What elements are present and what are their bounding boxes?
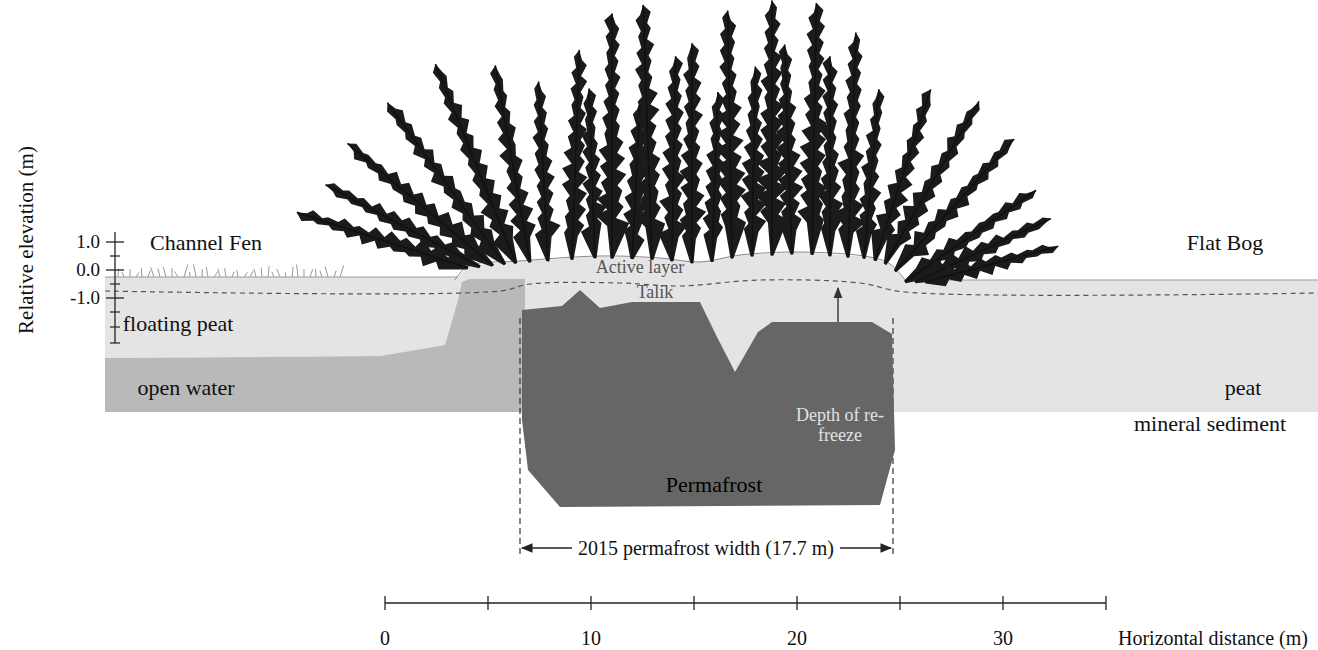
y-axis bbox=[106, 232, 124, 343]
permafrost-body: Permafrost bbox=[518, 284, 898, 510]
layer-label: Talik bbox=[637, 283, 674, 303]
axis-title: Horizontal distance (m) bbox=[1118, 627, 1308, 649]
site-label: Flat Bog bbox=[1187, 231, 1263, 255]
dimension-arrow bbox=[522, 547, 572, 548]
dimension-arrow bbox=[840, 547, 891, 548]
layer-label: floating peat bbox=[123, 312, 234, 336]
tick-label: 0.0 bbox=[76, 260, 100, 281]
dimension-label: 2015 permafrost width (17.7 m) bbox=[578, 537, 834, 559]
open-water-region bbox=[105, 279, 525, 412]
layer-label: mineral sediment bbox=[1134, 412, 1286, 436]
x-axis bbox=[385, 596, 1106, 610]
tick-label: 1.0 bbox=[76, 232, 100, 253]
sedge-grass bbox=[118, 264, 344, 277]
tick-label: -1.0 bbox=[70, 288, 100, 309]
site-label: Channel Fen bbox=[150, 231, 262, 255]
water-table-line bbox=[105, 280, 1318, 296]
region-label: Permafrost bbox=[666, 473, 763, 497]
bog-surface bbox=[905, 280, 1318, 281]
layer-label: peat bbox=[1225, 376, 1262, 400]
tick-label: 30 bbox=[993, 627, 1013, 649]
width-bound-line bbox=[519, 318, 520, 558]
annotation: Depth of re-freeze bbox=[795, 406, 885, 446]
floating-peat-region bbox=[105, 277, 458, 358]
layer-label: open water bbox=[137, 376, 234, 400]
ground-surface bbox=[455, 252, 905, 280]
fen-surface bbox=[105, 277, 458, 278]
layer-label: Active layer bbox=[596, 258, 684, 278]
black-spruce-trees bbox=[293, 0, 1061, 293]
axis-title: Relative elevation (m) bbox=[15, 146, 38, 334]
tick-label: 0 bbox=[380, 627, 390, 649]
tick-label: 10 bbox=[581, 627, 601, 649]
tick-label: 20 bbox=[787, 627, 807, 649]
